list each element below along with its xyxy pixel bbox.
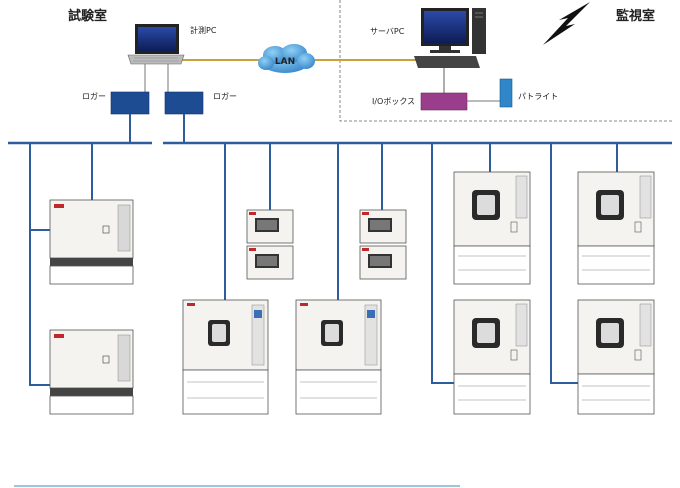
patlite-icon xyxy=(499,78,513,108)
server-pc-icon xyxy=(414,8,486,68)
bus-drop-right-a xyxy=(431,143,455,384)
logger-right-label: ロガー xyxy=(213,91,237,101)
chamber-right-bottom-left xyxy=(453,299,531,415)
small-oven-stack-2 xyxy=(359,209,407,280)
logger-right xyxy=(164,91,204,115)
chamber-middle-1 xyxy=(182,299,269,415)
bus-drop-left-group xyxy=(29,143,50,386)
measurement-pc-label: 計測PC xyxy=(190,25,217,35)
wireless-lightning-icon xyxy=(543,2,590,45)
chamber-left-lower xyxy=(49,329,134,415)
chamber-right-top-left xyxy=(453,171,531,285)
test-room-label: 試験室 xyxy=(68,8,107,24)
lan-cloud-icon xyxy=(258,44,315,73)
monitor-room-label: 監視室 xyxy=(616,8,655,24)
patlite-label: パトライト xyxy=(518,92,558,101)
chamber-middle-2 xyxy=(295,299,382,415)
chamber-left-upper xyxy=(49,199,134,285)
chamber-right-bottom-right xyxy=(577,299,655,415)
lan-label: LAN xyxy=(275,57,295,67)
io-box-label: I/Oボックス xyxy=(372,97,415,106)
chamber-right-top-right xyxy=(577,171,655,285)
monitor-room-boundary xyxy=(339,0,672,122)
small-oven-stack-1 xyxy=(246,209,294,280)
bus-drop-right-c xyxy=(550,143,578,384)
server-pc-label: サーバPC xyxy=(370,27,405,36)
logger-left xyxy=(110,91,150,115)
measurement-pc-laptop-icon xyxy=(127,24,185,65)
io-box xyxy=(420,92,468,111)
logger-left-label: ロガー xyxy=(82,91,106,101)
